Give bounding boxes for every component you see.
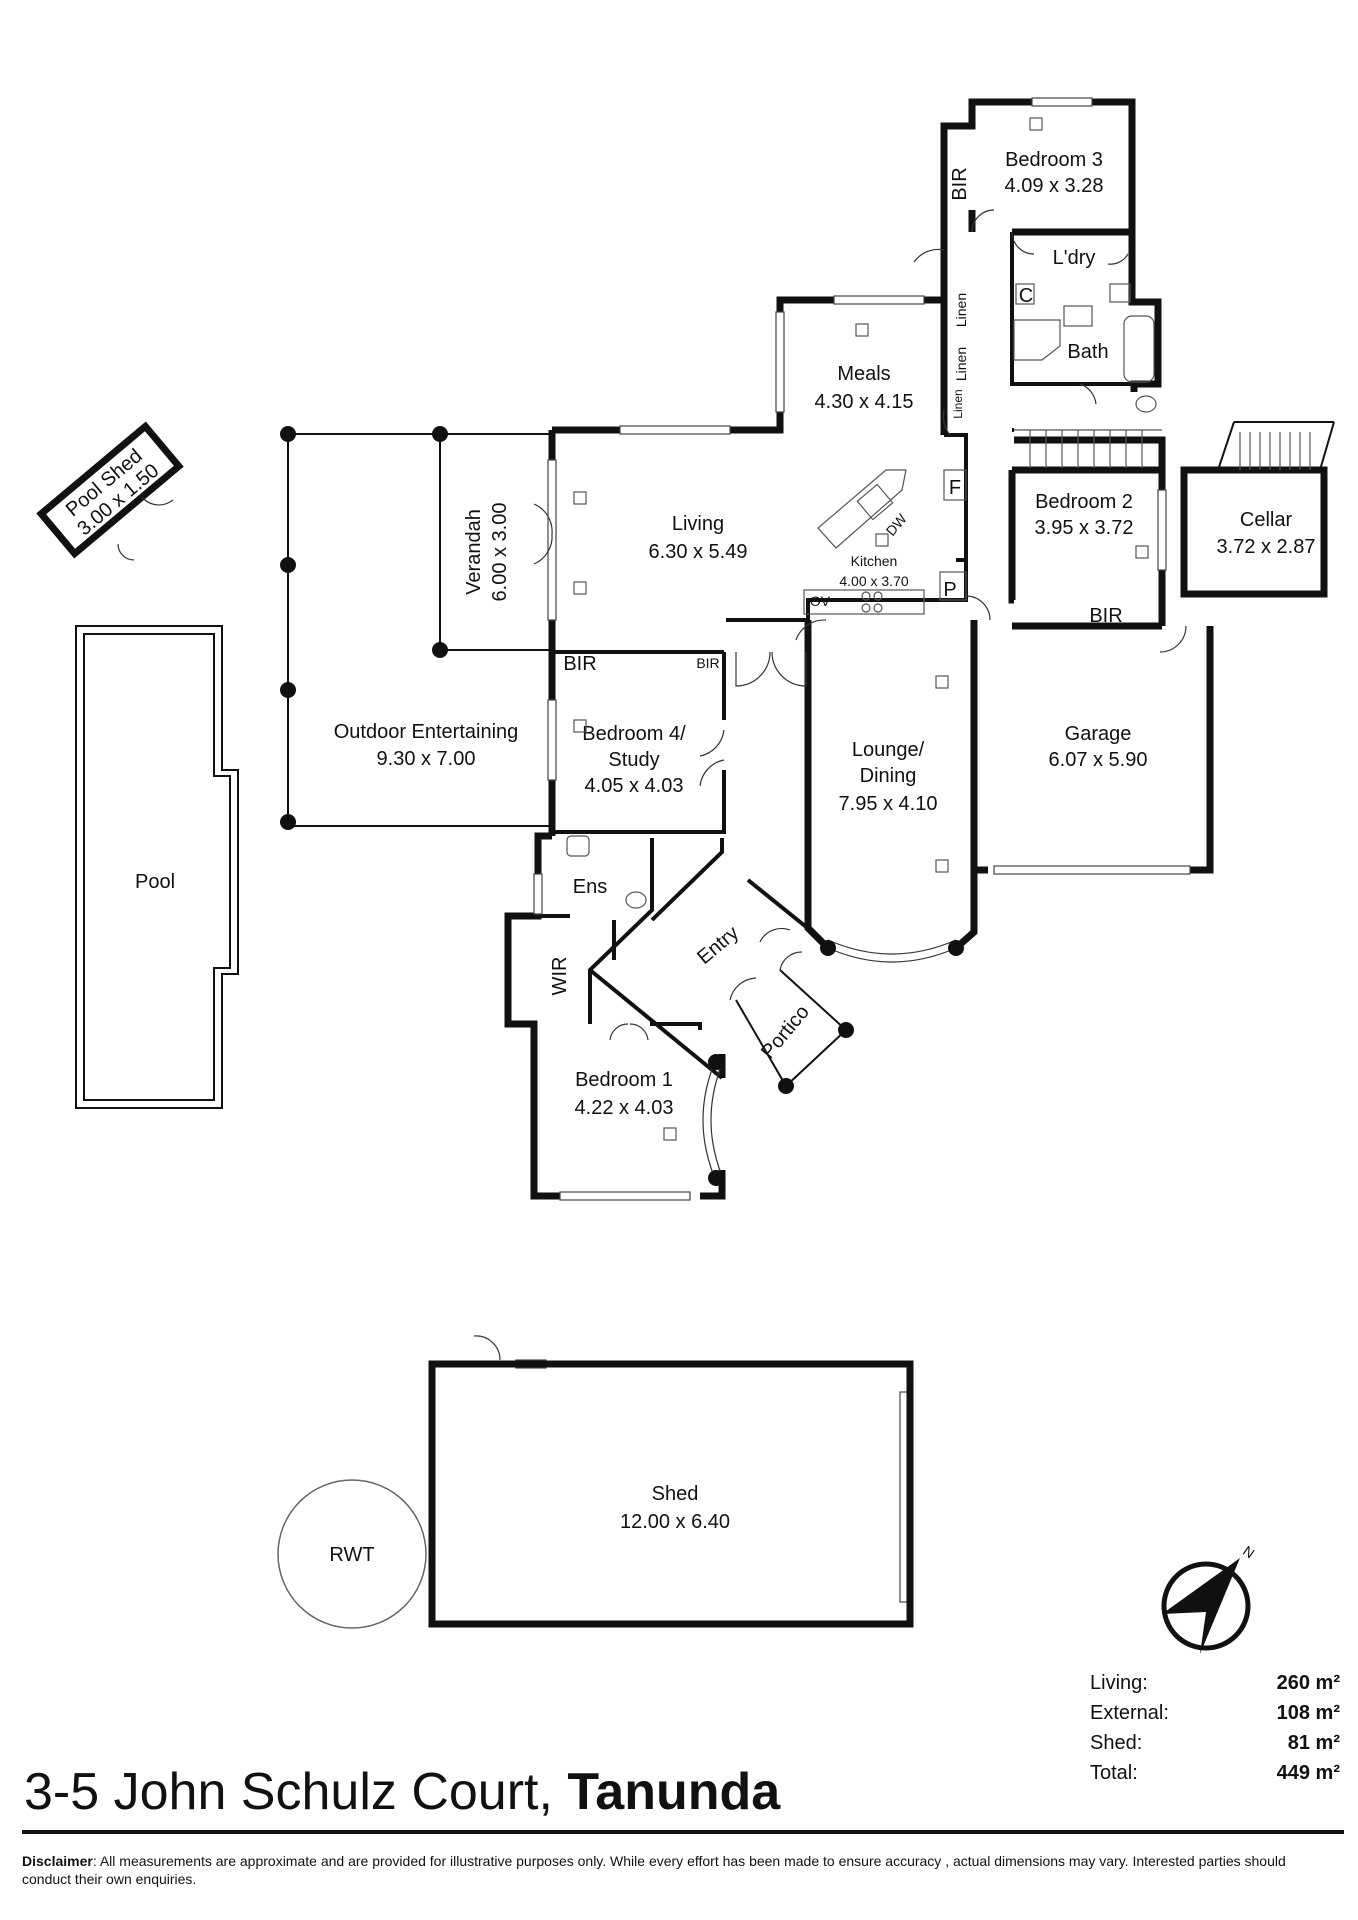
rwt-label: RWT xyxy=(329,1544,374,1566)
pantry-label: P xyxy=(943,579,956,601)
bedroom1-label: Bedroom 1 xyxy=(575,1069,673,1091)
area-value: 260 m² xyxy=(1276,1671,1340,1694)
north-arrow: N xyxy=(1161,1542,1258,1654)
portico-label: Portico xyxy=(757,1001,814,1063)
post xyxy=(432,642,448,658)
bedroom3-dims: 4.09 x 3.28 xyxy=(1005,175,1104,197)
bir-bed2-label: BIR xyxy=(1089,605,1122,627)
post xyxy=(280,557,296,573)
disclaimer: Disclaimer: All measurements are approxi… xyxy=(22,1852,1322,1888)
verandah-label: Verandah xyxy=(463,509,485,595)
oven-label: OV xyxy=(810,593,831,609)
area-row-total: Total: 449 m² xyxy=(1090,1758,1340,1788)
area-row-shed: Shed: 81 m² xyxy=(1090,1728,1340,1758)
verandah-dims: 6.00 x 3.00 xyxy=(489,503,511,602)
post xyxy=(280,682,296,698)
posts xyxy=(708,940,964,1186)
area-row-living: Living: 260 m² xyxy=(1090,1668,1340,1698)
kitchen-fixtures xyxy=(803,469,967,615)
bedroom2-label: Bedroom 2 xyxy=(1035,491,1133,513)
area-label: Total: xyxy=(1090,1761,1138,1784)
windows xyxy=(515,97,1191,1603)
cupboard-label: C xyxy=(1019,285,1033,307)
bedroom3-label: Bedroom 3 xyxy=(1005,149,1103,171)
bedroom1-dims: 4.22 x 4.03 xyxy=(575,1097,674,1119)
linen3-label: Linen xyxy=(951,389,965,418)
area-value: 108 m² xyxy=(1276,1701,1340,1724)
bedroom4-dims: 4.05 x 4.03 xyxy=(585,775,684,797)
meals-label: Meals xyxy=(837,363,890,385)
lounge-label-1: Lounge/ xyxy=(852,739,925,761)
disclaimer-text: : All measurements are approximate and a… xyxy=(22,1853,1286,1887)
bath-fixtures xyxy=(566,283,1157,909)
rainwater-tank: RWT xyxy=(277,1479,427,1629)
compass-icon xyxy=(1162,1558,1240,1654)
cellar-label: Cellar xyxy=(1240,509,1293,531)
bath-label: Bath xyxy=(1067,341,1108,363)
property-address: 3-5 John Schulz Court, Tanunda xyxy=(24,1762,780,1822)
area-label: Living: xyxy=(1090,1671,1148,1694)
wir-label: WIR xyxy=(549,957,571,996)
fridge-label: F xyxy=(949,477,961,499)
pool-shed: Pool Shed 3.00 x 1.50 xyxy=(36,421,184,559)
entry-label: Entry xyxy=(693,922,743,969)
disclaimer-heading: Disclaimer xyxy=(22,1853,93,1869)
meals-dims: 4.30 x 4.15 xyxy=(815,391,914,413)
shed: Shed 12.00 x 6.40 xyxy=(428,1360,914,1628)
living-dims: 6.30 x 5.49 xyxy=(649,541,748,563)
outdoor-dims: 9.30 x 7.00 xyxy=(377,748,476,770)
portico: Portico xyxy=(735,969,848,1088)
divider xyxy=(22,1830,1344,1834)
laundry-label: L'dry xyxy=(1053,247,1096,269)
cellar-dims: 3.72 x 2.87 xyxy=(1217,536,1316,558)
outdoor-entertaining: Verandah 6.00 x 3.00 Outdoor Entertainin… xyxy=(280,426,552,830)
bir-bed4a-label: BIR xyxy=(563,653,596,675)
pool-label: Pool xyxy=(135,871,175,893)
garage-dims: 6.07 x 5.90 xyxy=(1049,749,1148,771)
linen1-label: Linen xyxy=(953,293,969,327)
cellar: Cellar 3.72 x 2.87 xyxy=(1180,421,1335,598)
living-label: Living xyxy=(672,513,724,535)
pool: Pool xyxy=(75,625,239,1109)
lounge-dims: 7.95 x 4.10 xyxy=(839,793,938,815)
stairs xyxy=(1014,429,1162,468)
post xyxy=(280,426,296,442)
outdoor-label: Outdoor Entertaining xyxy=(334,721,519,743)
shed-dims: 12.00 x 6.40 xyxy=(620,1511,730,1533)
area-label: Shed: xyxy=(1090,1731,1143,1754)
doors xyxy=(117,209,1187,1361)
area-label: External: xyxy=(1090,1701,1169,1724)
room-labels: Bedroom 3 4.09 x 3.28 BIR L'dry C Bath L… xyxy=(549,149,1147,1119)
compass-label: N xyxy=(1240,1542,1257,1561)
post xyxy=(432,426,448,442)
kitchen-label: Kitchen xyxy=(851,553,898,569)
shed-label: Shed xyxy=(652,1483,699,1505)
bedroom4-label-2: Study xyxy=(608,749,659,771)
area-value: 449 m² xyxy=(1276,1761,1340,1784)
kitchen-dims: 4.00 x 3.70 xyxy=(839,573,908,589)
area-summary: Living: 260 m² External: 108 m² Shed: 81… xyxy=(1090,1668,1340,1788)
bir-bed4b-label: BIR xyxy=(696,655,719,671)
address-town: Tanunda xyxy=(567,1763,781,1821)
address-street: 3-5 John Schulz Court, xyxy=(24,1763,553,1821)
ensuite-label: Ens xyxy=(573,876,607,898)
light-markers xyxy=(573,117,1149,1141)
area-row-external: External: 108 m² xyxy=(1090,1698,1340,1728)
area-value: 81 m² xyxy=(1287,1731,1340,1754)
bir-bed3-label: BIR xyxy=(949,167,971,200)
lounge-label-2: Dining xyxy=(860,765,917,787)
garage-label: Garage xyxy=(1065,723,1132,745)
post xyxy=(280,814,296,830)
linen2-label: Linen xyxy=(953,347,969,381)
bedroom2-dims: 3.95 x 3.72 xyxy=(1035,517,1134,539)
bedroom4-label-1: Bedroom 4/ xyxy=(582,723,686,745)
